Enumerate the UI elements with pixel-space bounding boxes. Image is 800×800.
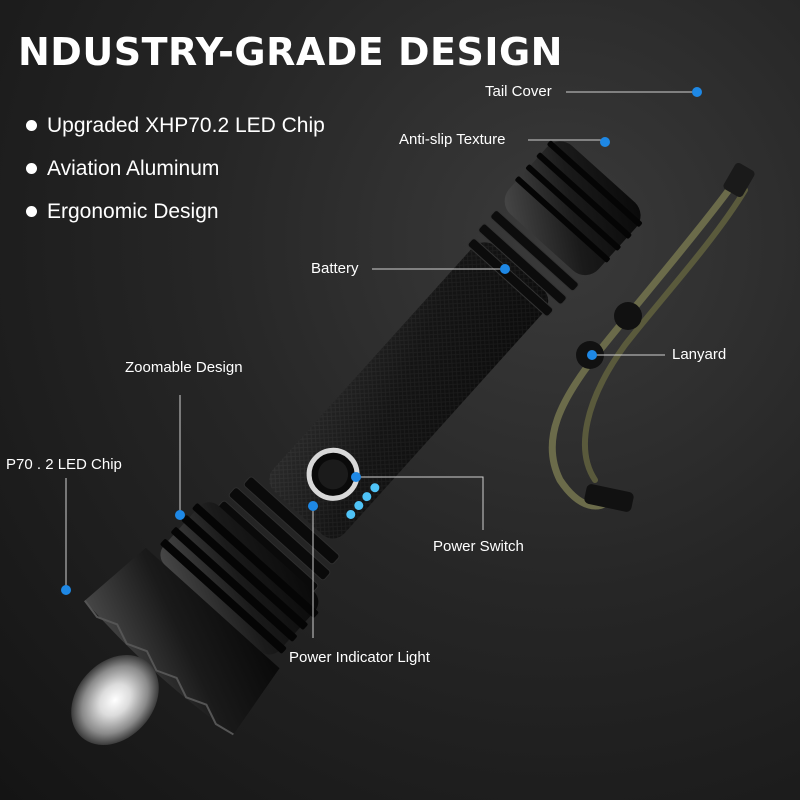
feature-list: Upgraded XHP70.2 LED Chip Aviation Alumi… (26, 104, 325, 233)
callout-battery: Battery (311, 260, 359, 277)
lanyard (548, 162, 755, 512)
callout-zoomable-design: Zoomable Design (125, 359, 243, 376)
callout-lines (65, 91, 697, 638)
bullet-icon (26, 163, 37, 174)
lens (71, 654, 159, 746)
callout-anti-slip-texture: Anti-slip Texture (399, 131, 506, 148)
callout-lanyard: Lanyard (672, 346, 727, 363)
bullet-icon (26, 120, 37, 131)
flashlight-body (83, 140, 642, 736)
callout-power-switch: Power Switch (433, 538, 524, 555)
callout-led-chip: P70 . 2 LED Chip (6, 456, 122, 473)
headline: NDUSTRY-GRADE DESIGN (18, 30, 563, 74)
feature-item: Aviation Aluminum (26, 147, 325, 190)
feature-label: Aviation Aluminum (47, 156, 220, 180)
bullet-icon (26, 206, 37, 217)
callout-markers (61, 87, 702, 595)
feature-label: Upgraded XHP70.2 LED Chip (47, 113, 325, 137)
feature-item: Ergonomic Design (26, 190, 325, 233)
callout-tail-cover: Tail Cover (485, 83, 552, 100)
callout-power-indicator-light: Power Indicator Light (289, 649, 430, 666)
feature-label: Ergonomic Design (47, 199, 219, 223)
feature-item: Upgraded XHP70.2 LED Chip (26, 104, 325, 147)
